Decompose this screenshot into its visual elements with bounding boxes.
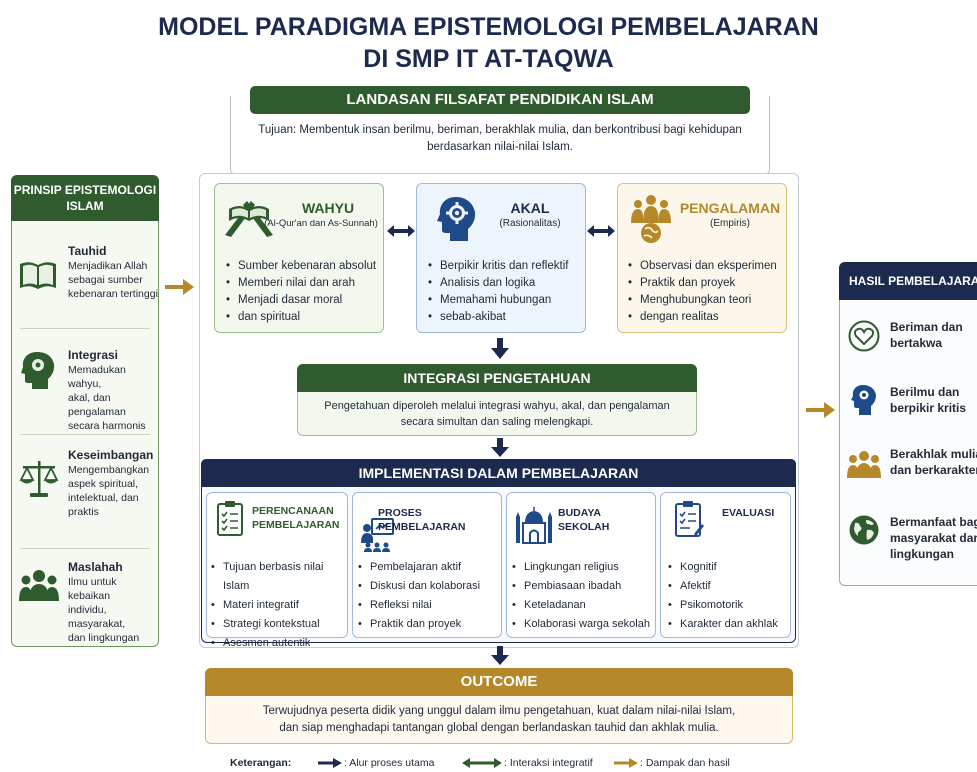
list-item: Afektif xyxy=(668,577,790,596)
list-item: Lingkungan religius xyxy=(512,558,656,577)
pengalaman-title-block: PENGALAMAN (Empiris) xyxy=(679,200,781,229)
hasil-item: Bermanfaat bagi masyarakat dan lingkunga… xyxy=(890,515,977,561)
legend-item: : Interaksi integratif xyxy=(504,757,593,769)
list-item: dan spiritual xyxy=(226,309,382,326)
perencanaan-list: Tujuan berbasis nilai Islam Materi integ… xyxy=(211,558,349,653)
prinsip-item-keseimbangan: Keseimbangan Mengembangkan aspek spiritu… xyxy=(68,448,154,518)
legend-label: Keterangan: xyxy=(230,757,292,769)
balance-scale-icon xyxy=(19,458,59,500)
list-item: Keteladanan xyxy=(512,596,656,615)
legend-item: : Alur proses utama xyxy=(344,757,435,769)
brain-gear-icon xyxy=(436,195,478,243)
list-item: Praktik dan proyek xyxy=(628,275,784,292)
list-item: Memberi nilai dan arah xyxy=(226,275,382,292)
list-item: Memahami hubungan xyxy=(428,292,584,309)
hasil-header: HASIL PEMBELAJARAN xyxy=(839,262,977,300)
outcome-header: OUTCOME xyxy=(205,668,793,696)
list-item: Strategi kontekstual xyxy=(211,615,349,634)
page-title: MODEL PARADIGMA EPISTEMOLOGI PEMBELAJARA… xyxy=(158,13,819,41)
list-item: Kognitif xyxy=(668,558,790,577)
list-item: Diskusi dan kolaborasi xyxy=(358,577,502,596)
legend: Keterangan: : Alur proses utama : Intera… xyxy=(230,755,790,771)
outcome-text: Terwujudnya peserta didik yang unggul da… xyxy=(262,705,736,734)
divider xyxy=(20,434,150,435)
list-item: Karakter dan akhlak xyxy=(668,615,790,634)
list-item: Praktik dan proyek xyxy=(358,615,502,634)
interaction-arrow xyxy=(386,224,416,238)
proses-title: PROSES PEMBELAJARAN xyxy=(378,507,466,533)
page-subtitle: DI SMP IT AT-TAQWA xyxy=(363,45,614,73)
integrasi-text: Pengetahuan diperoleh melalui integrasi … xyxy=(324,400,670,428)
list-item: Menghubungkan teori xyxy=(628,292,784,309)
quran-icon xyxy=(221,195,277,239)
prinsip-item-integrasi: Integrasi Memadukan wahyu, akal, dan pen… xyxy=(68,348,146,432)
landasan-text: Tujuan: Membentuk insan berilmu, beriman… xyxy=(258,124,742,153)
flow-arrow xyxy=(490,646,510,666)
list-item: sebab-akibat xyxy=(428,309,584,326)
integrasi-header: INTEGRASI PENGETAHUAN xyxy=(297,364,697,392)
list-item: Refleksi nilai xyxy=(358,596,502,615)
hasil-item: Berilmu dan berpikir kritis xyxy=(890,385,967,415)
landasan-header: LANDASAN FILSAFAT PENDIDIKAN ISLAM xyxy=(250,86,750,114)
list-item: Asesmen autentik xyxy=(211,634,349,653)
divider xyxy=(20,328,150,329)
budaya-list: Lingkungan religius Pembiasaan ibadah Ke… xyxy=(512,558,656,634)
evaluasi-title: EVALUASI xyxy=(722,507,775,519)
legend-item: : Dampak dan hasil xyxy=(640,757,730,769)
hasil-item: Berakhlak mulia dan berkarakter xyxy=(890,447,977,477)
impact-arrow xyxy=(806,401,836,419)
hasil-item: Beriman dan bertakwa xyxy=(890,320,963,350)
divider xyxy=(20,548,150,549)
list-item: Observasi dan eksperimen xyxy=(628,258,784,275)
akal-title-block: AKAL (Rasionalitas) xyxy=(499,200,561,229)
people-icon xyxy=(628,193,674,245)
group-icon xyxy=(18,568,60,602)
list-item: Berpikir kritis dan reflektif xyxy=(428,258,584,275)
teacher-board-icon xyxy=(360,518,394,552)
people-group-icon xyxy=(847,450,881,478)
wahyu-list: Sumber kebenaran absolut Memberi nilai d… xyxy=(226,258,382,326)
perencanaan-title: PERENCANAAN PEMBELAJARAN xyxy=(252,505,340,531)
evaluasi-list: Kognitif Afektif Psikomotorik Karakter d… xyxy=(668,558,790,634)
prinsip-header: PRINSIP EPISTEMOLOGI ISLAM xyxy=(11,175,159,221)
list-item: Analisis dan logika xyxy=(428,275,584,292)
heart-icon xyxy=(848,320,880,352)
globe-icon xyxy=(848,514,880,546)
flow-arrow xyxy=(490,338,510,360)
implementasi-header: IMPLEMENTASI DALAM PEMBELAJARAN xyxy=(201,459,796,487)
list-item: Pembiasaan ibadah xyxy=(512,577,656,596)
flow-arrow-icon xyxy=(318,758,342,768)
list-item: Psikomotorik xyxy=(668,596,790,615)
list-item: Sumber kebenaran absolut xyxy=(226,258,382,275)
prinsip-item-tauhid: Tauhid Menjadikan Allah sebagai sumber k… xyxy=(68,244,158,300)
list-item: Kolaborasi warga sekolah xyxy=(512,615,656,634)
pengalaman-list: Observasi dan eksperimen Praktik dan pro… xyxy=(628,258,784,326)
impact-arrow-icon xyxy=(614,758,638,768)
interaction-arrow xyxy=(586,224,616,238)
list-item: Materi integratif xyxy=(211,596,349,615)
list-item: Menjadi dasar moral xyxy=(226,292,382,309)
list-item: Tujuan berbasis nilai Islam xyxy=(211,558,349,596)
mosque-icon xyxy=(515,505,553,545)
flow-arrow xyxy=(490,438,510,458)
list-item: Pembelajaran aktif xyxy=(358,558,502,577)
head-gear-icon xyxy=(851,384,877,416)
clipboard-icon xyxy=(216,500,244,536)
prinsip-panel xyxy=(11,175,159,647)
budaya-title: BUDAYA SEKOLAH xyxy=(558,507,610,533)
interaction-arrow-icon xyxy=(462,758,502,768)
book-icon xyxy=(18,258,58,292)
impact-arrow xyxy=(165,278,195,296)
akal-list: Berpikir kritis dan reflektif Analisis d… xyxy=(428,258,584,326)
prinsip-item-maslahah: Maslahah Ilmu untuk kebaikan individu, m… xyxy=(68,560,140,644)
head-icon xyxy=(20,350,56,390)
proses-list: Pembelajaran aktif Diskusi dan kolaboras… xyxy=(358,558,502,634)
wahyu-title-block: WAHYU (Al-Qur'an dan As-Sunnah) xyxy=(264,200,378,229)
checklist-icon xyxy=(674,500,704,538)
list-item: dengan realitas xyxy=(628,309,784,326)
